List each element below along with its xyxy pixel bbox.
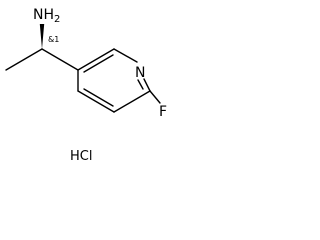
stereo-label: &1 — [48, 35, 59, 44]
fluorine-label: F — [159, 104, 167, 120]
salt-label: HCl — [70, 149, 92, 164]
ring-bond-n1-c6 — [143, 78, 151, 92]
ring-bond-c5-c4 — [77, 90, 115, 113]
carbon-fluorine-bond — [149, 90, 161, 104]
ring-bond-c5-c4-inner — [83, 88, 114, 107]
stereo-wedge-bond — [39, 24, 45, 49]
ring-bond-c3-c2 — [77, 48, 115, 71]
ring-nitrogen-label: N — [135, 65, 145, 81]
amine-label: NH2 — [33, 7, 60, 25]
ring-bond-c6-c5 — [113, 90, 151, 113]
chemical-structure: NH2 &1 N F HCl — [5, 7, 167, 164]
ring-bond-c2-c3-inner — [83, 54, 114, 73]
chiral-to-ring-bond — [41, 48, 79, 71]
ring-bond-c2-n1 — [113, 48, 138, 63]
methyl-bond — [5, 48, 43, 71]
ring-bond-n1-c6-inner — [137, 79, 144, 90]
